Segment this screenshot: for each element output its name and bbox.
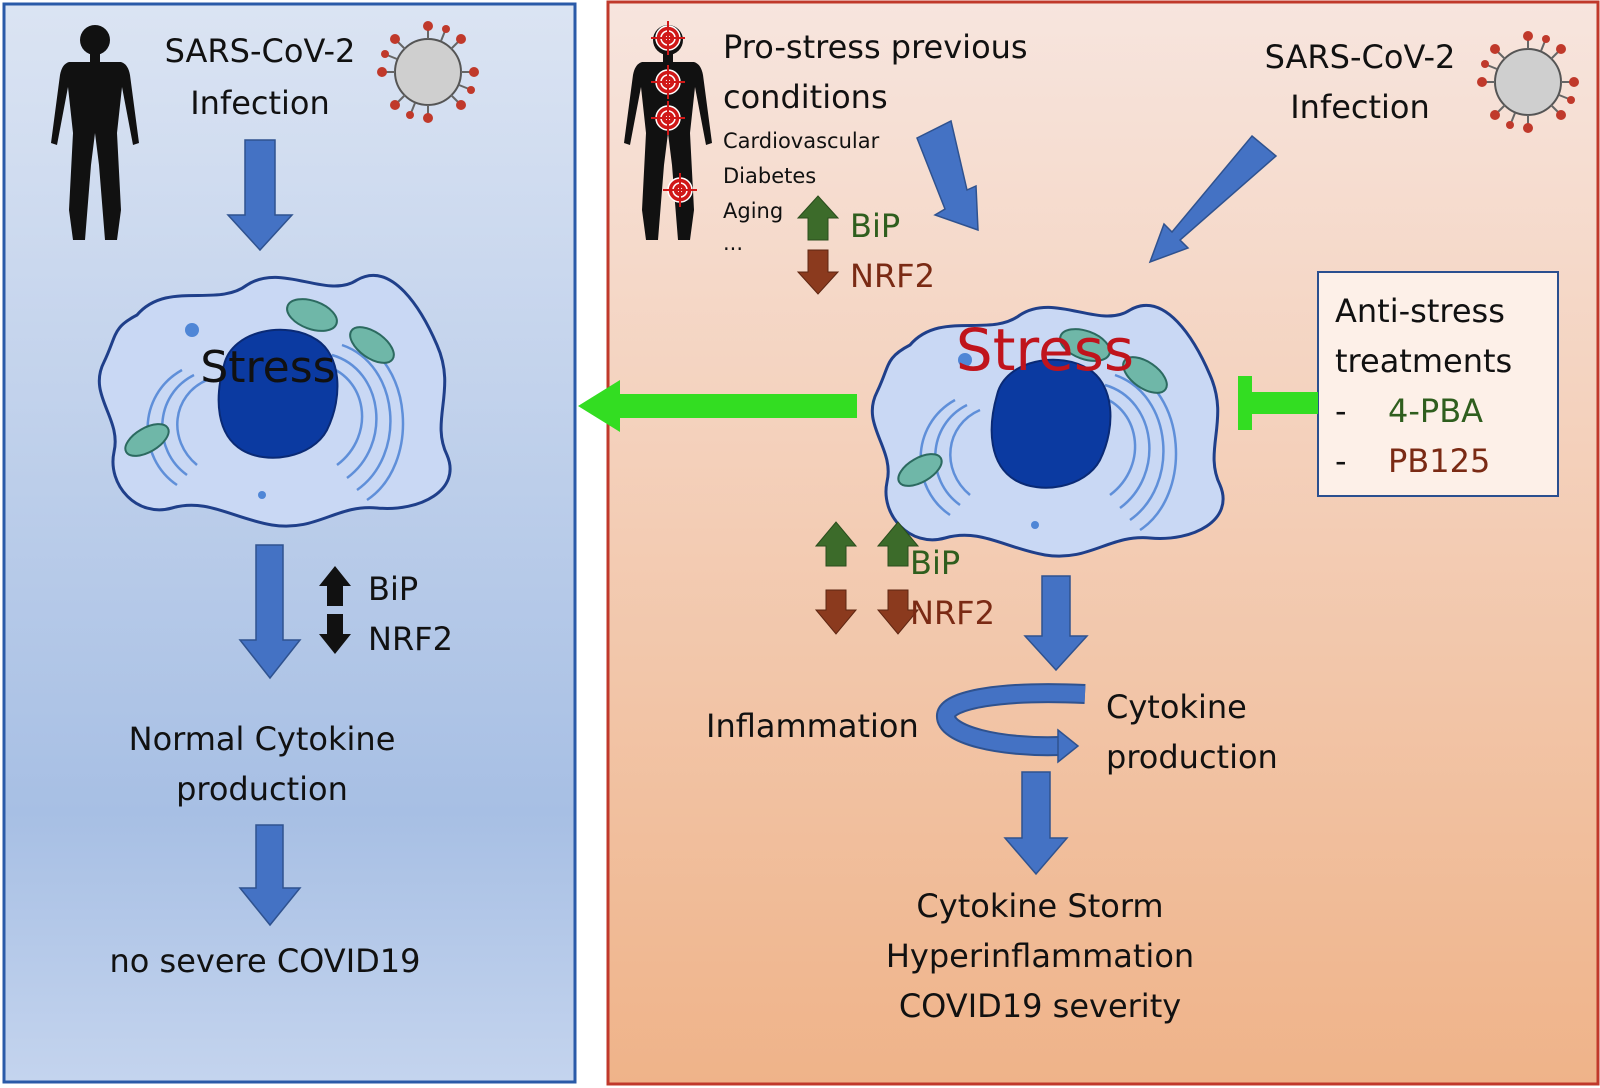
left-outcome1-line1: Normal Cytokine: [129, 720, 396, 758]
left-nrf2-label: NRF2: [368, 620, 453, 658]
down-arrow: [238, 544, 302, 680]
cycle-arrow-icon: [936, 683, 1086, 764]
up-arrow-icon: [814, 521, 858, 567]
outcome-line2: Hyperinflammation: [886, 937, 1194, 975]
treatments-line2: treatments: [1335, 342, 1512, 380]
down-arrow-icon: [319, 614, 351, 654]
prestress-line2: conditions: [723, 78, 888, 116]
outcome-line3: COVID19 severity: [899, 987, 1181, 1025]
up-arrow-icon: [319, 566, 351, 606]
left-outcome2: no severe COVID19: [110, 942, 421, 980]
top-bip-label: BiP: [850, 207, 900, 245]
cell-icon: [97, 273, 452, 528]
mid-nrf2-label: NRF2: [910, 594, 995, 632]
right-infection-line1: SARS-CoV-2: [1265, 38, 1456, 76]
cytokine-line2: production: [1106, 738, 1278, 776]
down-arrow: [238, 824, 302, 927]
coronavirus-icon: [1476, 30, 1580, 134]
treatment-4pba: 4-PBA: [1388, 392, 1483, 430]
inhibition-arrow: [1238, 376, 1318, 430]
mid-bip-label: BiP: [910, 544, 960, 582]
right-stress-label: Stress: [956, 316, 1134, 384]
left-stress-label: Stress: [200, 342, 335, 393]
coronavirus-icon: [376, 20, 480, 124]
condition-item: Cardiovascular: [723, 129, 880, 153]
cytokine-line1: Cytokine: [1106, 688, 1247, 726]
down-arrow-icon: [796, 249, 840, 295]
left-panel: SARS-CoV-2 Infection Stress BiP NRF2 Nor…: [2, 2, 577, 1084]
down-arrow-icon: [814, 589, 858, 635]
down-arrow: [226, 139, 294, 252]
up-arrow-icon: [876, 521, 920, 567]
left-outcome1-line2: production: [176, 770, 348, 808]
left-infection-line2: Infection: [190, 84, 330, 122]
diagonal-arrow: [916, 119, 979, 232]
diagonal-arrow: [1148, 134, 1278, 264]
top-nrf2-label: NRF2: [850, 257, 935, 295]
down-arrow-icon: [876, 589, 920, 635]
condition-item: Aging: [723, 199, 783, 223]
left-infection-line1: SARS-CoV-2: [165, 32, 356, 70]
down-arrow: [1003, 771, 1069, 876]
condition-item: ...: [723, 231, 743, 255]
outcome-line1: Cytokine Storm: [916, 887, 1163, 925]
left-bip-label: BiP: [368, 570, 418, 608]
treatment-pb125: PB125: [1388, 442, 1490, 480]
down-arrow: [1023, 575, 1089, 672]
treatments-box: [1317, 271, 1559, 497]
green-transition-arrow: [578, 380, 857, 432]
prestress-line1: Pro-stress previous: [723, 28, 1028, 66]
right-panel: Pro-stress previous conditions Cardiovas…: [606, 0, 1600, 1086]
treatments-line1: Anti-stress: [1335, 292, 1505, 330]
treatment-dash: -: [1335, 392, 1347, 430]
right-infection-line2: Infection: [1290, 88, 1430, 126]
up-arrow-icon: [796, 195, 840, 241]
inflammation-label: Inflammation: [706, 707, 919, 745]
condition-item: Diabetes: [723, 164, 816, 188]
treatment-dash: -: [1335, 442, 1347, 480]
